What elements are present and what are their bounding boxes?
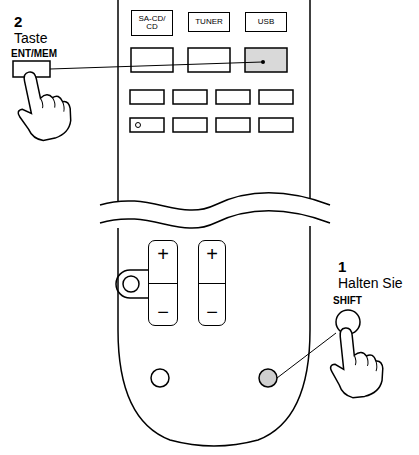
leader-dot — [261, 60, 265, 64]
break-line — [100, 193, 330, 210]
button-name: SHIFT — [333, 295, 362, 306]
rocker-sign: − — [206, 302, 218, 322]
round-button — [151, 369, 169, 387]
source-button: TUNER — [188, 12, 230, 32]
blank-button — [131, 48, 173, 72]
rocker-sign: + — [157, 244, 169, 264]
rocker-divider — [199, 283, 225, 284]
dot-mark — [136, 123, 141, 128]
blank-button — [130, 118, 164, 132]
step-number: 2 — [14, 14, 22, 31]
remote-edge — [117, 0, 119, 204]
leader-line — [277, 333, 336, 378]
round-button — [123, 276, 139, 292]
button-label: USB — [258, 18, 274, 26]
blank-button — [188, 48, 230, 72]
rocker-divider — [149, 283, 177, 284]
blank-button — [173, 90, 207, 104]
step-number: 1 — [338, 259, 346, 276]
blank-button — [259, 118, 293, 132]
button-label: SA-CD/ CD — [132, 15, 172, 32]
source-button: USB — [245, 12, 287, 32]
usb-highlight-button — [245, 48, 287, 72]
blank-button — [173, 118, 207, 132]
break-line — [100, 211, 330, 228]
button-name: ENT/MEM — [11, 48, 57, 59]
shift-highlight-button — [259, 369, 277, 387]
blank-button — [216, 118, 250, 132]
leader-line — [50, 62, 262, 69]
pressing-hand — [327, 325, 386, 400]
break-gap — [100, 193, 330, 228]
source-button: SA-CD/ CD — [131, 10, 173, 36]
blank-button — [130, 90, 164, 104]
instruction-text: Halten Sie — [338, 276, 403, 291]
blank-button — [259, 90, 293, 104]
rocker-button: +− — [198, 240, 226, 326]
blank-button — [216, 90, 250, 104]
pressing-hand — [10, 65, 75, 144]
toggle-bracket — [116, 270, 148, 298]
remote-edge — [118, 226, 310, 446]
remote-edge — [309, 0, 311, 204]
rocker-sign: + — [206, 244, 218, 264]
button-label: TUNER — [195, 18, 223, 26]
volume-rocker: +− — [148, 240, 178, 326]
rocker-sign: − — [157, 302, 169, 322]
instruction-text: Taste — [14, 31, 47, 46]
